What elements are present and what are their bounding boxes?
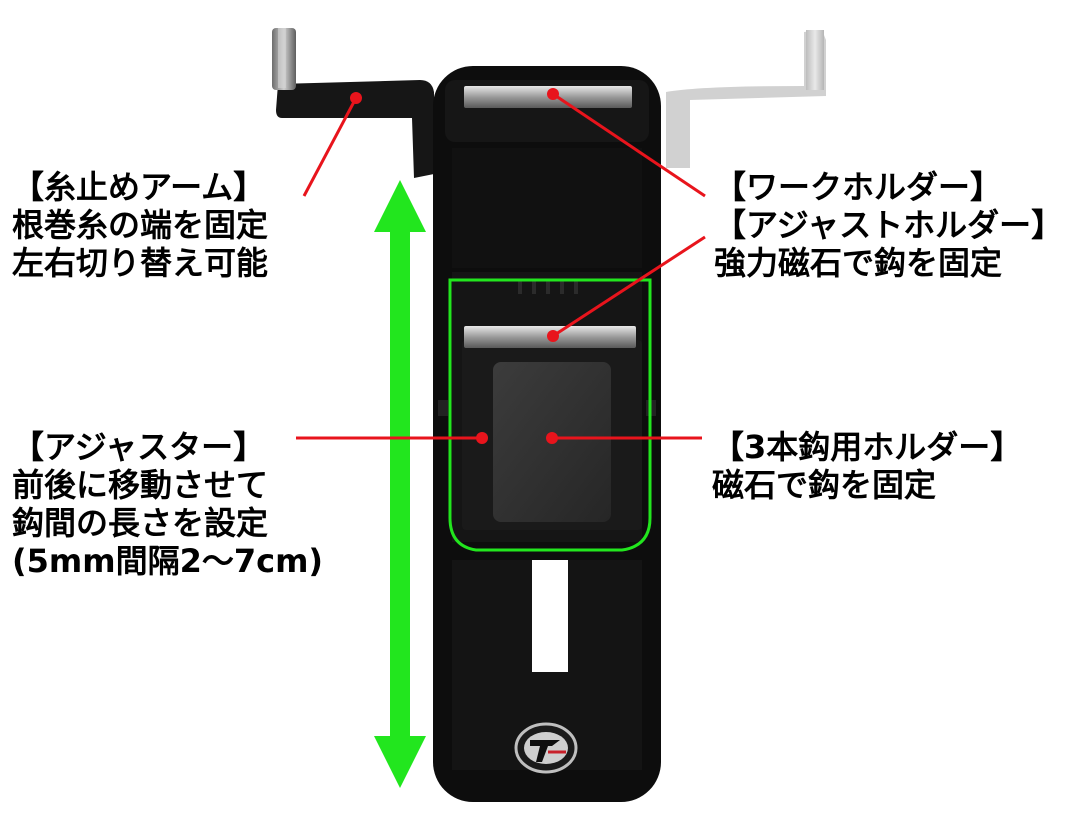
callout-title: 【3本鈎用ホルダー】	[712, 428, 1023, 466]
callout-line: 鈎間の長さを設定	[12, 504, 269, 542]
callout-triple-hook-holder: 【3本鈎用ホルダー】 磁石で鈎を固定	[712, 428, 1022, 504]
brand-emblem-icon	[514, 722, 578, 774]
thread-arm	[272, 28, 434, 178]
callout-title: 【アジャストホルダー】	[714, 206, 1064, 244]
adjuster-outline	[448, 278, 652, 552]
callout-line: 前後に移動させて	[12, 466, 269, 504]
callout-lines	[296, 88, 706, 444]
callout-thread-arm: 【糸止めアーム】 根巻糸の端を固定 左右切り替え可能	[12, 168, 268, 282]
callout-line: 根巻糸の端を固定	[12, 206, 269, 244]
thread-arm-alternate	[666, 30, 826, 168]
callout-adjuster: 【アジャスター】 前後に移動させて 鈎間の長さを設定 (5mm間隔2～7cm)	[12, 428, 323, 580]
callout-line: (5mm間隔2～7cm)	[12, 542, 324, 580]
adjust-slot	[532, 560, 568, 672]
callout-title: 【ワークホルダー】	[714, 168, 1003, 206]
callout-line: 強力磁石で鈎を固定	[714, 244, 1003, 282]
callout-line: 左右切り替え可能	[12, 244, 269, 282]
callout-work-holder: 【ワークホルダー】 【アジャストホルダー】 強力磁石で鈎を固定	[714, 168, 1063, 282]
callout-title: 【糸止めアーム】	[12, 168, 266, 206]
adjuster-carriage	[462, 326, 642, 530]
adjust-range-arrow	[374, 180, 426, 788]
callout-line: 磁石で鈎を固定	[712, 466, 937, 504]
callout-title: 【アジャスター】	[12, 428, 266, 466]
